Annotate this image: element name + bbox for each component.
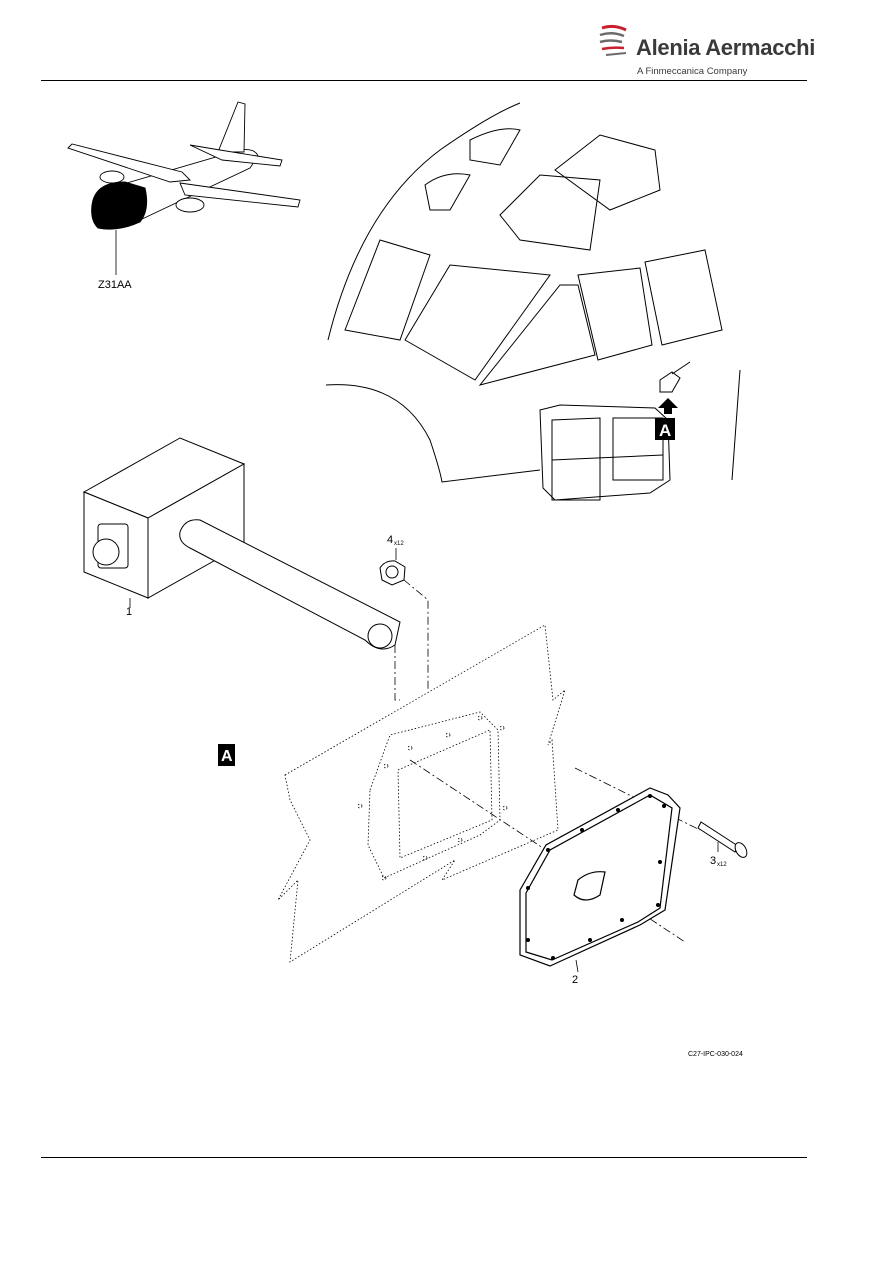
detail-marker-box	[655, 418, 675, 440]
item-4-qty: x12	[394, 541, 404, 547]
item-4-nut	[379, 560, 406, 586]
item-2-plate	[519, 787, 681, 967]
alenia-swoosh-icon	[599, 24, 627, 56]
brand-name: Alenia Aermacchi	[636, 35, 816, 60]
figure-id: C27-IPC-030-024	[688, 1051, 743, 1058]
footer-rule	[41, 1157, 807, 1158]
item-1-label: 1	[126, 606, 132, 618]
detail-marker-view: A	[221, 748, 233, 765]
brand-tagline: A Finmeccanica Company	[637, 66, 748, 77]
zone-label: Z31AA	[98, 279, 132, 291]
item-2-label: 2	[572, 974, 578, 986]
aircraft-locator-icon	[67, 101, 301, 230]
item-1-probe-unit	[82, 437, 401, 650]
detail-view-marker-box	[218, 744, 235, 766]
item-4-label: 4	[387, 534, 393, 546]
item-3-screw	[697, 821, 748, 858]
item-3-qty: x12	[717, 862, 727, 868]
header-rule	[41, 80, 807, 81]
skin-panel	[277, 624, 566, 963]
company-logo	[596, 22, 796, 80]
detail-marker-cockpit: A	[659, 421, 671, 440]
detail-arrow-icon	[658, 398, 678, 414]
item-3-label: 3	[710, 855, 716, 867]
cockpit-view	[325, 102, 741, 501]
